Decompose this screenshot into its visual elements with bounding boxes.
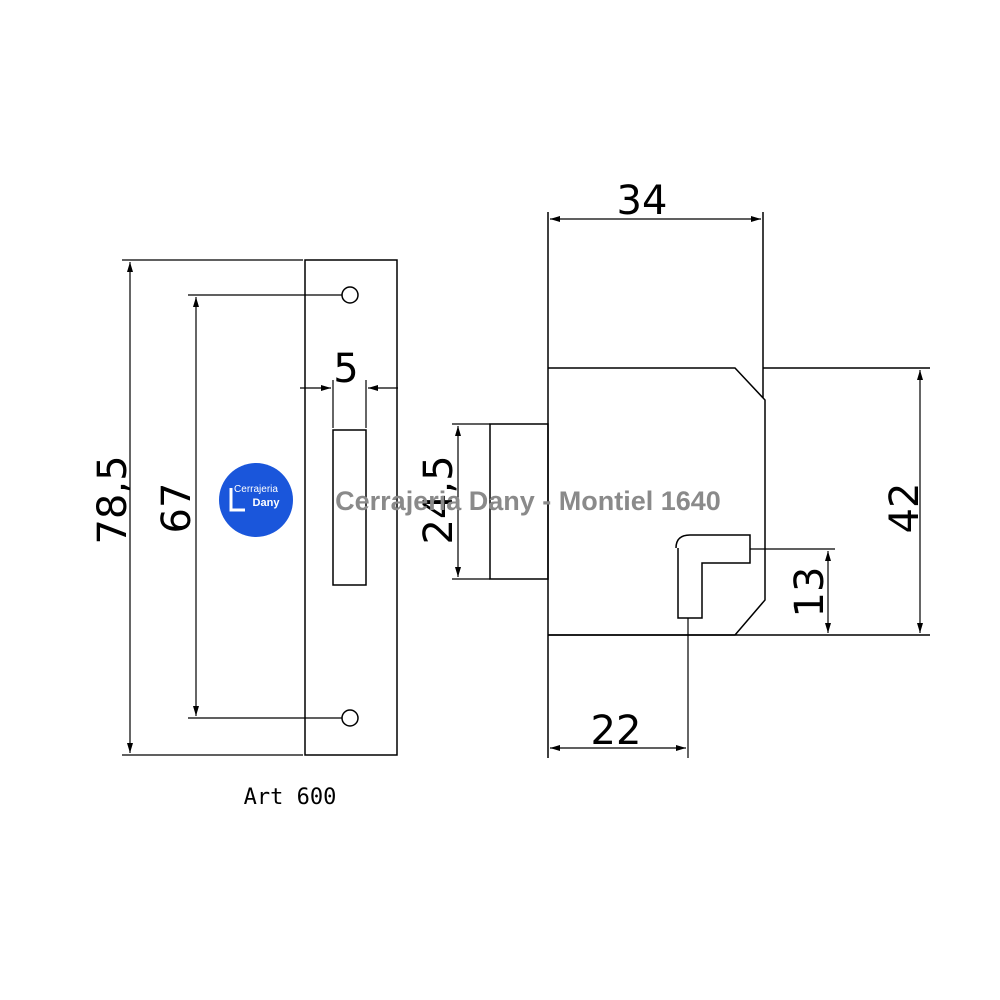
logo-text-line2: Dany: [253, 497, 281, 509]
logo-mark-icon: [229, 488, 245, 512]
dim-total-height-label: 78,5: [90, 455, 136, 544]
dim-hole-spacing-label: 67: [154, 483, 200, 534]
dim-key-offset-label: 22: [591, 708, 642, 754]
watermark-logo: Cerrajeria Dany: [219, 463, 293, 537]
front-view: 78,5 67 5 Art 600: [90, 259, 398, 810]
dim-bolt-width-label: 5: [333, 346, 358, 392]
dim-body-height-label: 42: [882, 483, 928, 534]
drawing-caption: Art 600: [244, 785, 337, 810]
logo-text-line1: Cerrajeria: [234, 484, 278, 495]
watermark-text: Cerrajeria Dany - Montiel 1640: [335, 486, 721, 516]
dim-cylinder-height-label: 24,5: [416, 455, 462, 544]
dim-depth-label: 34: [617, 178, 668, 224]
bolt-slot: [332, 429, 367, 586]
logo-circle: [219, 463, 293, 537]
bottom-screw-hole: [341, 709, 359, 727]
dim-key-height-label: 13: [787, 567, 833, 618]
side-view: 24,5 34 42 13 22: [416, 178, 930, 758]
key-follower-shape: [675, 534, 751, 619]
cylinder-outline: [489, 423, 549, 580]
top-screw-hole: [341, 286, 359, 304]
faceplate-outline: [304, 259, 398, 756]
watermark: Cerrajeria Dany Cerrajeria Dany - Montie…: [219, 463, 721, 537]
